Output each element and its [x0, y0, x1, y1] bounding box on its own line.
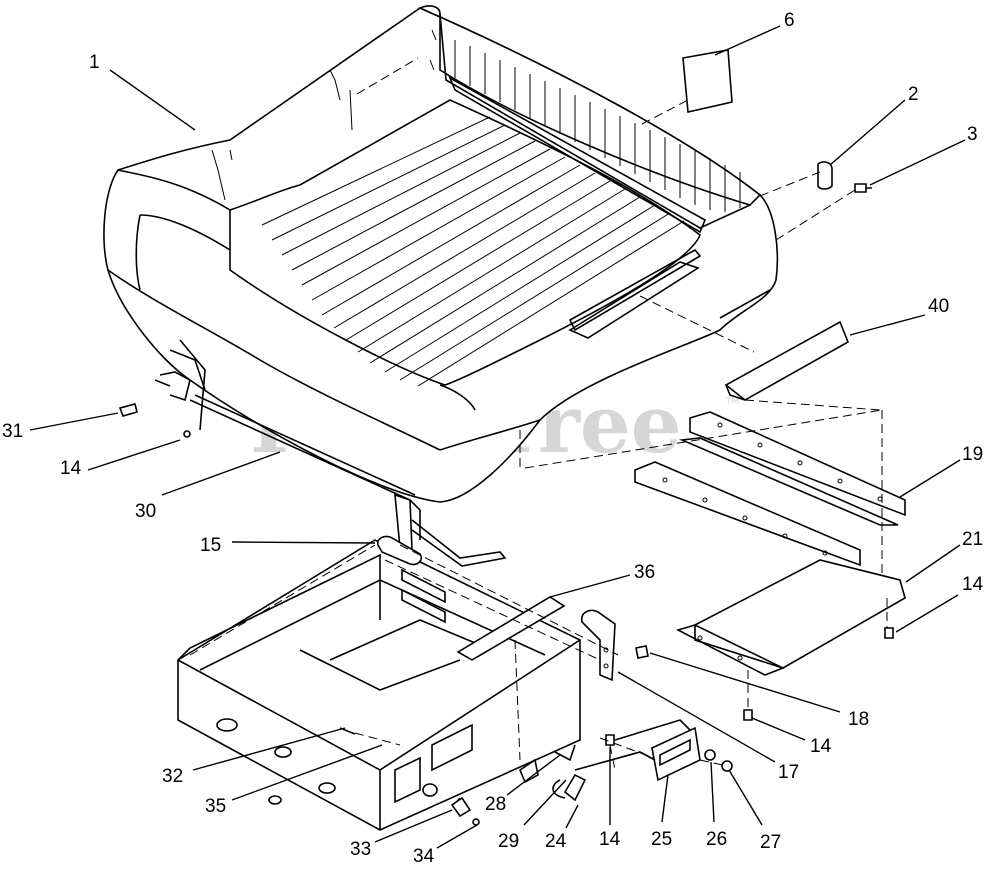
callout-3: 3 — [967, 124, 978, 145]
callout-14-middle: 14 — [810, 736, 832, 757]
decal-part-6 — [682, 49, 733, 113]
callout-6: 6 — [784, 10, 795, 31]
callout-15: 15 — [200, 535, 221, 556]
callout-34: 34 — [413, 846, 435, 867]
callout-18: 18 — [848, 709, 869, 730]
watermark-trademark: TM — [725, 397, 739, 407]
seat-plate-part-21 — [675, 559, 906, 676]
knob-part-2 — [817, 161, 833, 190]
callout-labels: 1 6 2 3 40 19 21 14 31 14 30 15 36 18 14… — [2, 10, 984, 867]
bracket-part-40 — [724, 320, 850, 401]
callout-1: 1 — [89, 52, 100, 73]
callout-31: 31 — [2, 421, 23, 442]
callout-25: 25 — [651, 829, 672, 850]
callout-2: 2 — [908, 84, 919, 105]
callout-28: 28 — [485, 794, 506, 815]
callout-14-bottom: 14 — [599, 829, 621, 850]
callout-40: 40 — [928, 296, 949, 317]
callout-32: 32 — [162, 766, 183, 787]
callout-17: 17 — [778, 762, 799, 783]
bolt-part-18 — [635, 645, 649, 659]
callout-14-right: 14 — [962, 574, 984, 595]
callout-24: 24 — [545, 831, 567, 852]
leader-lines — [29, 25, 966, 849]
callout-21: 21 — [962, 529, 983, 550]
callout-30: 30 — [135, 501, 156, 522]
hinge-part-17 — [580, 609, 616, 682]
seat-base-frame — [177, 535, 581, 831]
callout-35: 35 — [205, 796, 226, 817]
callout-26: 26 — [706, 829, 727, 850]
screw-part-3 — [854, 183, 872, 193]
seat-part-1 — [103, 5, 779, 567]
alignment-lines — [189, 57, 888, 809]
callout-27: 27 — [760, 832, 781, 853]
rail-part-19 — [634, 411, 906, 567]
callout-33: 33 — [350, 839, 371, 860]
callout-14-left: 14 — [60, 458, 82, 479]
callout-19: 19 — [962, 444, 983, 465]
callout-29: 29 — [498, 831, 519, 852]
latch-assembly — [519, 719, 733, 802]
callout-36: 36 — [634, 562, 655, 583]
